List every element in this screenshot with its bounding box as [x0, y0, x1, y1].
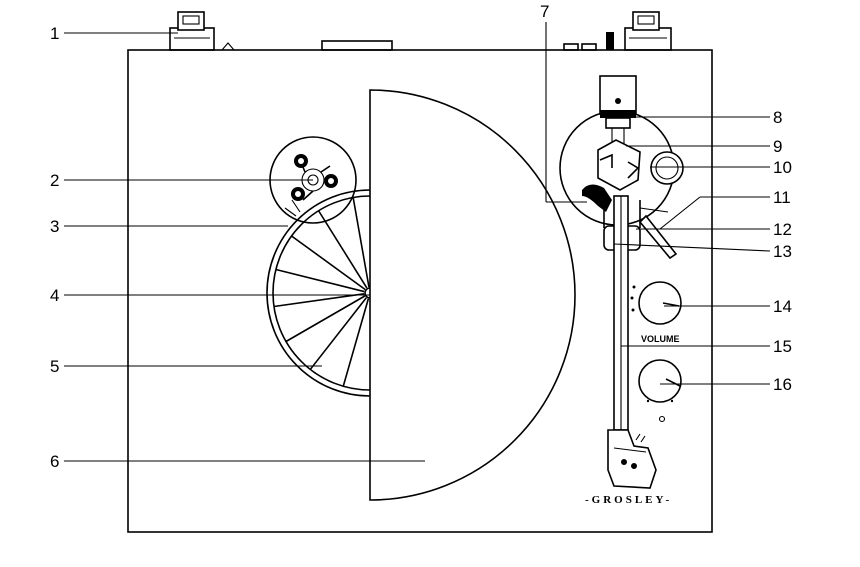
callout-13: 13 [773, 242, 792, 261]
callout-5: 5 [50, 357, 59, 376]
platter-spokes [273, 197, 370, 387]
turntable-base [127, 49, 713, 533]
platter-spoke [309, 297, 367, 370]
volume-label: VOLUME [641, 334, 680, 344]
platter-spoke [342, 298, 370, 387]
callout-6: 6 [50, 452, 59, 471]
tonearm-assembly [559, 75, 684, 431]
callout-12: 12 [773, 220, 792, 239]
callout-15: 15 [773, 337, 792, 356]
callout-8: 8 [773, 108, 782, 127]
platter [266, 189, 371, 397]
platter-spoke [317, 210, 368, 289]
platter-spoke [291, 235, 366, 291]
rear-connector [321, 40, 393, 51]
platter-spoke [285, 295, 366, 343]
callout-numbers: 1 2 3 4 5 6 7 8 9 10 11 12 13 14 15 16 [50, 2, 792, 471]
headshell [607, 429, 657, 489]
cue-lever [638, 214, 678, 260]
record [369, 89, 576, 501]
callout-10: 10 [773, 158, 792, 177]
callout-leaders [64, 22, 771, 462]
right-hinge [563, 11, 672, 51]
left-hinge [169, 11, 235, 51]
callout-1: 1 [50, 24, 59, 43]
platter-spoke [273, 293, 365, 308]
platter-spoke [352, 197, 370, 288]
callout-9: 9 [773, 137, 782, 156]
callout-11: 11 [773, 188, 791, 207]
brand-logo: -GROSLEY- [585, 494, 672, 506]
callout-3: 3 [50, 217, 59, 236]
speed-knob [638, 359, 682, 423]
callout-16: 16 [773, 375, 792, 394]
platter-spoke [275, 268, 365, 293]
counterweight [599, 75, 637, 115]
callout-2: 2 [50, 171, 59, 190]
volume-knob [630, 281, 682, 325]
callout-7: 7 [540, 2, 549, 21]
callout-4: 4 [50, 286, 59, 305]
callout-14: 14 [773, 297, 792, 316]
